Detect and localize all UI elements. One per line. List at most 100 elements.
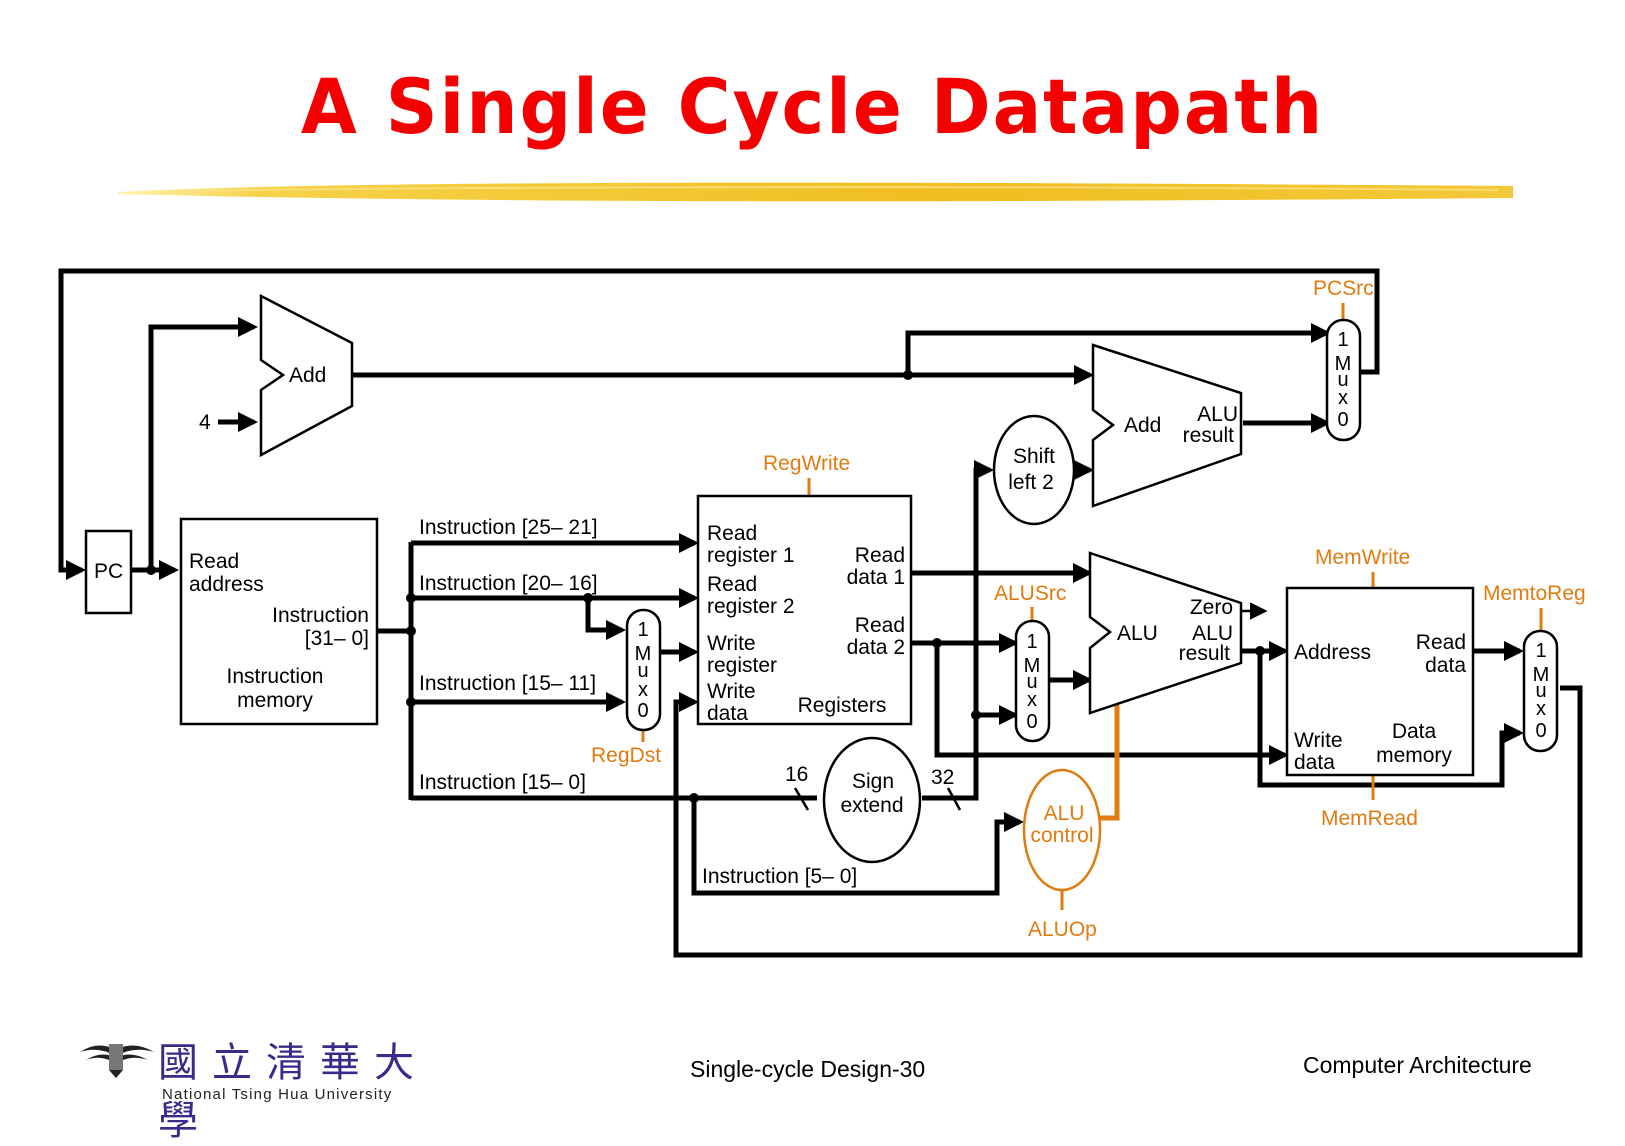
control-pcsrc: PCSrc [1313,277,1374,300]
svg-text:0: 0 [1337,409,1348,431]
svg-text:x: x [638,679,648,701]
wire-i20-16-to-mux [585,598,626,640]
junction-dot [406,697,416,707]
alu-control-label: ALU [1044,802,1085,825]
dmem-write-data-label: data [1294,751,1335,774]
svg-text:0: 0 [1535,720,1546,742]
shift-left-label: left 2 [1008,471,1054,494]
reg-read-register-2-label: register 2 [707,595,795,618]
imem-name: Instruction [227,665,324,688]
branch-adder-label: Add [1124,414,1161,437]
junction-dot [1255,646,1265,656]
university-name-english: National Tsing Hua University [162,1086,393,1103]
main-alu [1088,551,1243,715]
dmem-name: memory [1376,744,1452,767]
reg-read-register-2-label: Read [707,573,757,596]
branch-adder-result-label: result [1183,424,1235,447]
shift-left-label: Shift [1013,445,1055,468]
imem-read-address-label: address [189,573,264,596]
control-line-alu-operation [1098,705,1120,821]
svg-text:1: 1 [1026,631,1037,653]
junction-dot [932,638,942,648]
svg-text:M: M [635,643,652,665]
university-emblem-icon [80,1044,154,1078]
pc-register [84,529,133,615]
svg-text:0: 0 [1026,711,1037,733]
imem-read-address-label: Read [189,550,239,573]
svg-text:u: u [1535,680,1546,702]
junction-dot [971,710,981,720]
alu-label: ALU [1117,622,1158,645]
svg-text:u: u [637,660,648,682]
data-memory [1285,586,1475,777]
reg-read-register-1-label: Read [707,522,757,545]
control-regdst: RegDst [591,744,661,767]
alu-result-label: result [1179,642,1231,665]
label-instr-15-11: Instruction [15– 11] [419,672,596,695]
dmem-name: Data [1392,720,1437,743]
branch-adder [1091,343,1243,508]
branch-adder-result-label: ALU [1197,403,1238,426]
svg-text:x: x [1338,387,1348,409]
control-memwrite: MemWrite [1315,546,1410,569]
svg-text:x: x [1536,698,1546,720]
junction-dot [146,565,156,575]
alu-zero-label: Zero [1190,596,1233,619]
pcsrc-mux: 1 M u x 0 [1325,318,1362,442]
svg-text:u: u [1337,369,1348,391]
control-alusrc: ALUSrc [994,582,1066,605]
pc-adder-label: Add [289,364,326,387]
reg-write-register-label: Write [707,632,756,655]
alusrc-mux: 1 M u x 0 [1014,619,1051,743]
junction-dot [583,593,593,603]
control-memtoreg: MemtoReg [1483,582,1586,605]
control-aluop: ALUOp [1028,918,1097,941]
reg-read-data-1-label: Read [855,544,905,567]
reg-write-data-label: data [707,702,748,725]
slide-title: A Single Cycle Datapath [300,62,1325,151]
alu-result-label: ALU [1192,622,1233,645]
svg-text:M: M [1024,655,1041,677]
sign-extend [822,736,922,864]
bit-width-32: 32 [931,766,954,789]
wire-signext-out [922,460,994,801]
reg-write-register-label: register [707,654,777,677]
sign-extend-label: Sign [852,770,894,793]
imem-name: memory [237,689,313,712]
dmem-write-data-label: Write [1294,729,1343,752]
shift-left-2 [992,414,1076,526]
regdst-mux: 1 M u x 0 [625,608,662,732]
label-instr-15-0: Instruction [15– 0] [419,771,586,794]
wire-pc-to-add [148,317,258,570]
bus-width-slash [793,787,810,811]
pc-label: PC [94,560,123,583]
wire-i5-0 [691,798,1024,896]
register-file [696,494,913,726]
pc-adder [259,293,354,458]
imem-instruction-label: Instruction [272,604,369,627]
title-underline-brush [118,182,1513,202]
dmem-read-data-label: Read [1416,631,1466,654]
bit-width-16: 16 [785,763,808,786]
memtoreg-mux: 1 M u x 0 [1522,629,1559,753]
control-memread: MemRead [1321,807,1418,830]
reg-read-register-1-label: register 1 [707,544,795,567]
svg-text:0: 0 [637,700,648,722]
reg-read-data-1-label: data 1 [847,566,905,589]
label-instr-20-16: Instruction [20– 16] [419,572,598,595]
junction-dot [406,593,416,603]
slide-footer-course: Computer Architecture [1303,1052,1532,1078]
imem-instruction-label: [31– 0] [305,627,369,650]
control-regwrite: RegWrite [763,452,850,475]
reg-read-data-2-label: Read [855,614,905,637]
university-logo: 國立清華大學 National Tsing Hua University [78,1030,458,1144]
svg-text:M: M [1533,664,1550,686]
alu-control [1022,768,1102,892]
register-file-name: Registers [798,694,887,717]
reg-read-data-2-label: data 2 [847,636,905,659]
constant-four: 4 [199,411,211,434]
wire-pc-next [58,268,1380,580]
dmem-address-label: Address [1294,641,1371,664]
wire-alu-result-bypass [1257,651,1524,788]
